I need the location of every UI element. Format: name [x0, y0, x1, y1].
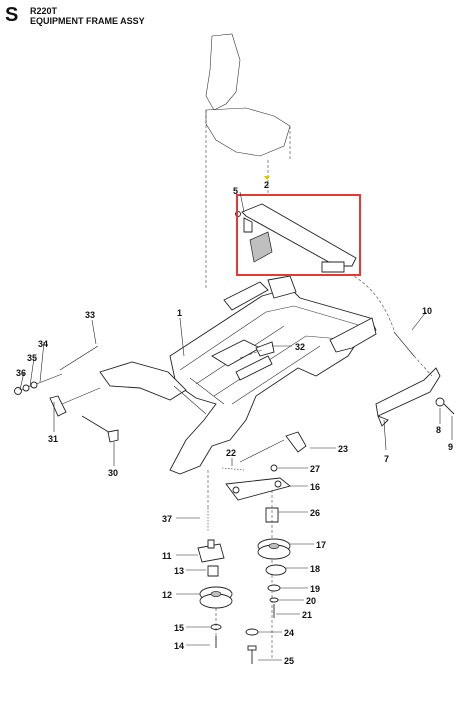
pulley-part-12	[199, 586, 233, 609]
callout-27: 27	[310, 464, 320, 474]
callout-18: 18	[310, 564, 320, 574]
lever-part-7	[375, 367, 441, 427]
highlight-box	[236, 194, 361, 276]
callout-10: 10	[422, 306, 432, 316]
callout-2-marker	[264, 176, 270, 180]
pulley-part-17	[257, 538, 291, 560]
spring-part-33	[59, 345, 99, 371]
seat-outline	[205, 33, 291, 290]
callout-21: 21	[302, 610, 312, 620]
callout-19: 19	[310, 584, 320, 594]
callout-36: 36	[16, 368, 26, 378]
lift-bar-part-5	[235, 203, 357, 273]
callout-5: 5	[233, 186, 238, 196]
spacer-part-13	[207, 565, 219, 577]
cable-part-23	[239, 431, 307, 463]
bolt-part-30	[81, 415, 119, 443]
callout-32: 32	[295, 342, 305, 352]
callout-22: 22	[226, 448, 236, 458]
callout-12: 12	[162, 590, 172, 600]
equipment-frame-part-1	[99, 275, 377, 475]
callout-33: 33	[85, 310, 95, 320]
washer-part-20	[269, 597, 279, 603]
callout-17: 17	[316, 540, 326, 550]
guard-part-18	[265, 564, 287, 576]
callout-13: 13	[174, 566, 184, 576]
callout-24: 24	[284, 628, 294, 638]
bracket-part-11	[197, 539, 225, 563]
callout-1: 1	[177, 308, 182, 318]
washer-part-19	[267, 584, 281, 592]
callout-23: 23	[338, 444, 348, 454]
callout-34: 34	[38, 339, 48, 349]
leader-lines	[19, 191, 453, 661]
callout-20: 20	[306, 596, 316, 606]
callout-25: 25	[284, 656, 294, 666]
callout-31: 31	[48, 434, 58, 444]
callout-30: 30	[108, 468, 118, 478]
diagram-title: EQUIPMENT FRAME ASSY	[30, 16, 145, 26]
callout-11: 11	[162, 551, 172, 561]
callout-7: 7	[384, 454, 389, 464]
nut-part-27	[270, 464, 278, 472]
callout-labels: 2 5 1 33 34 35 36 31 30 32 10 7 8 9 23 2…	[16, 180, 453, 666]
nut-bolt-parts-8-9	[413, 355, 455, 415]
model-name: R220T	[30, 6, 58, 16]
callout-16: 16	[310, 482, 320, 492]
callout-37: 37	[162, 514, 172, 524]
callout-14: 14	[174, 641, 184, 651]
callout-35: 35	[27, 353, 37, 363]
spring-part-10	[349, 273, 415, 357]
section-letter: S	[5, 4, 19, 26]
bolt-part-25	[247, 645, 257, 664]
washers-parts-34-36	[14, 373, 63, 395]
washer-part-24	[245, 628, 259, 636]
callout-9: 9	[448, 442, 453, 452]
callout-26: 26	[310, 508, 320, 518]
callout-8: 8	[436, 425, 441, 435]
callout-2: 2	[264, 180, 269, 190]
idler-arm-part-16	[225, 477, 291, 501]
bushing-part-31	[49, 387, 101, 417]
spring-part-22	[221, 467, 245, 471]
clip-part-32	[239, 341, 275, 359]
callout-15: 15	[174, 623, 184, 633]
